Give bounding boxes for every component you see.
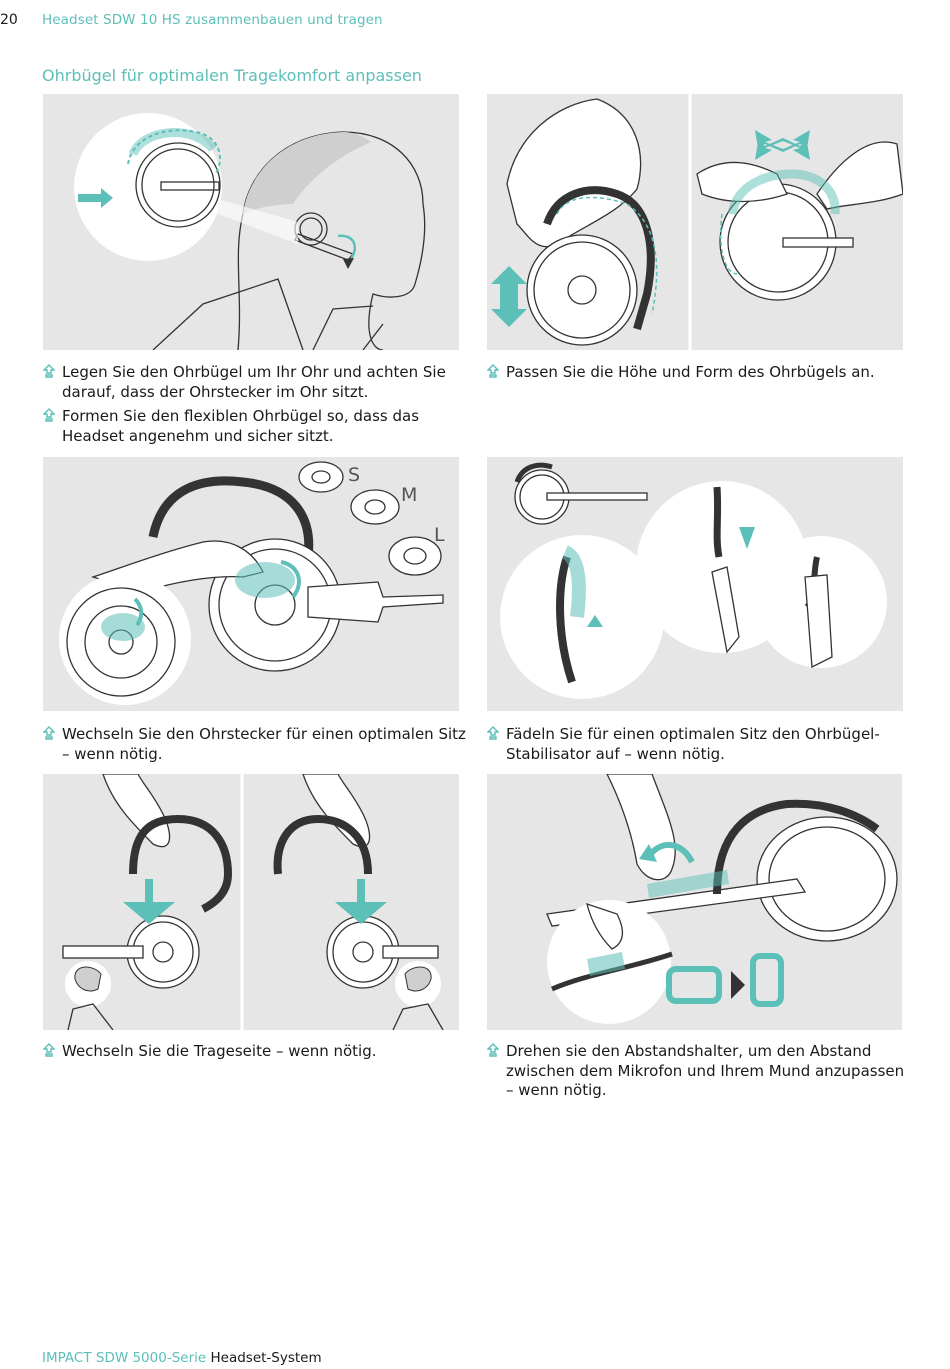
illustration-earhook-wearing — [43, 94, 459, 350]
section-title: Ohrbügel für optimalen Tragekomfort anpa… — [42, 66, 422, 85]
hand-pointer-icon — [43, 364, 55, 378]
caption-bullet: Drehen sie den Abstandshalter, um den Ab… — [487, 1042, 907, 1101]
hand-pointer-icon — [487, 364, 499, 378]
illustration-ear-tips: S M L — [43, 457, 459, 711]
footer: IMPACT SDW 5000-Serie Headset-System — [42, 1350, 322, 1366]
illustration-stabilizer — [487, 457, 903, 711]
caption-ear-tips: Wechseln Sie den Ohrstecker für einen op… — [43, 725, 473, 769]
footer-system: Headset-System — [210, 1350, 322, 1366]
illustration-mic-spacer — [487, 774, 902, 1030]
caption-bullet: Fädeln Sie für einen optimalen Sitz den … — [487, 725, 907, 764]
footer-brand: IMPACT SDW 5000-Serie — [42, 1350, 207, 1366]
size-label-s: S — [348, 464, 360, 486]
caption-text: Fädeln Sie für einen optimalen Sitz den … — [506, 725, 880, 763]
caption-text: Passen Sie die Höhe und Form des Ohrbüge… — [506, 363, 875, 381]
caption-earhook-wearing: Legen Sie den Ohrbügel um Ihr Ohr und ac… — [43, 363, 473, 451]
caption-text: Legen Sie den Ohrbügel um Ihr Ohr und ac… — [62, 363, 446, 401]
size-label-m: M — [401, 484, 417, 506]
hand-pointer-icon — [43, 726, 55, 740]
running-header: Headset SDW 10 HS zusammenbauen und trag… — [42, 12, 383, 28]
caption-text: Formen Sie den flexiblen Ohrbügel so, da… — [62, 407, 420, 445]
caption-bullet: Wechseln Sie die Trageseite – wenn nötig… — [43, 1042, 473, 1062]
caption-stabilizer: Fädeln Sie für einen optimalen Sitz den … — [487, 725, 907, 769]
caption-earhook-height: Passen Sie die Höhe und Form des Ohrbüge… — [487, 363, 907, 388]
hand-pointer-icon — [43, 1043, 55, 1057]
illustration-earhook-height — [487, 94, 903, 350]
hand-pointer-icon — [487, 1043, 499, 1057]
illustration-wearing-side — [43, 774, 459, 1030]
hand-pointer-icon — [487, 726, 499, 740]
size-label-l: L — [434, 524, 445, 546]
caption-bullet: Legen Sie den Ohrbügel um Ihr Ohr und ac… — [43, 363, 473, 402]
caption-mic-spacer: Drehen sie den Abstandshalter, um den Ab… — [487, 1042, 907, 1106]
caption-text: Wechseln Sie die Trageseite – wenn nötig… — [62, 1042, 377, 1060]
caption-bullet: Wechseln Sie den Ohrstecker für einen op… — [43, 725, 473, 764]
caption-text: Wechseln Sie den Ohrstecker für einen op… — [62, 725, 466, 763]
caption-text: Drehen sie den Abstandshalter, um den Ab… — [506, 1042, 905, 1099]
page-number: 20 — [0, 12, 18, 28]
caption-bullet: Formen Sie den flexiblen Ohrbügel so, da… — [43, 407, 473, 446]
caption-wearing-side: Wechseln Sie die Trageseite – wenn nötig… — [43, 1042, 473, 1067]
caption-bullet: Passen Sie die Höhe und Form des Ohrbüge… — [487, 363, 907, 383]
hand-pointer-icon — [43, 408, 55, 422]
